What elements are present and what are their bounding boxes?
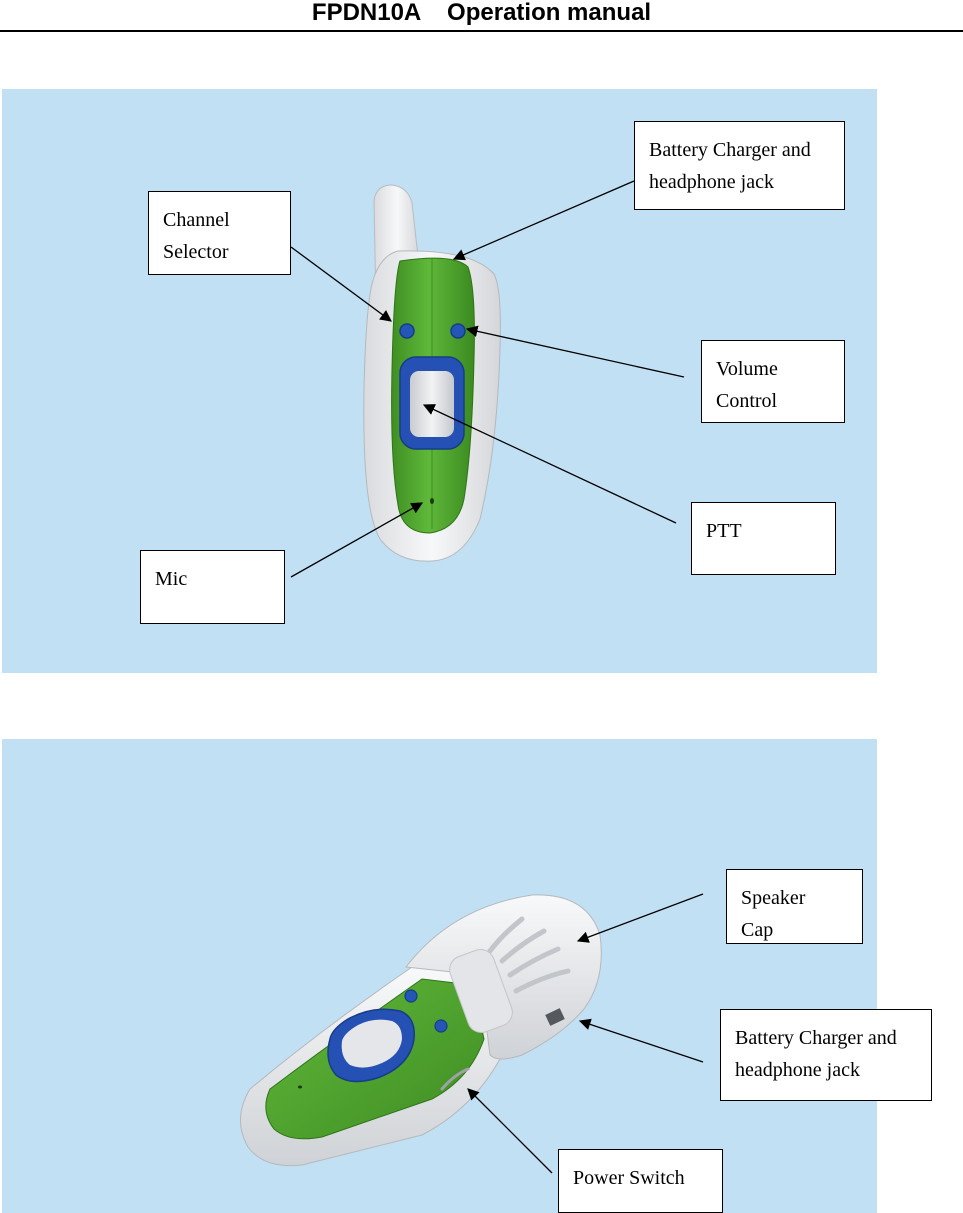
callout-battery-charger: Battery Charger and headphone jack: [634, 121, 845, 210]
mic-hole: [430, 498, 434, 504]
callout-power-switch-label: Power Switch: [573, 1167, 685, 1189]
side-channel-button: [404, 989, 418, 1003]
callout-channel-selector-label: Channel Selector: [163, 209, 230, 263]
side-view-figure: Speaker Cap Battery Charger and headphon…: [2, 739, 932, 1213]
front-view-illustration: [290, 180, 685, 578]
callout-speaker-cap: Speaker Cap: [726, 869, 863, 944]
callout-mic-label: Mic: [155, 568, 188, 590]
callout-channel-selector: Channel Selector: [148, 191, 291, 275]
front-view-figure: Battery Charger and headphone jack Chann…: [2, 89, 877, 673]
callout-ptt-label: PTT: [706, 520, 742, 542]
callout-volume-control: Volume Control: [701, 340, 845, 423]
channel-selector-button: [399, 323, 415, 339]
ptt-button: [410, 371, 454, 437]
callout-speaker-cap-label: Speaker Cap: [741, 887, 806, 941]
power-switch: [440, 1067, 470, 1091]
header-divider: [0, 30, 963, 32]
callout-volume-control-label: Volume Control: [716, 358, 778, 412]
page-title: FPDN10A Operation manual: [311, 0, 652, 26]
strap-slot: [449, 948, 513, 1034]
side-volume-button: [434, 1019, 448, 1033]
callout-battery-charger-label: Battery Charger and headphone jack: [649, 139, 811, 193]
side-view-illustration: [239, 893, 704, 1174]
callout-ptt: PTT: [691, 502, 836, 575]
callout-side-battery-charger-label: Battery Charger and headphone jack: [735, 1027, 897, 1081]
charger-jack: [545, 1008, 565, 1026]
side-ptt-button: [341, 1019, 402, 1068]
side-mic-hole: [298, 1085, 302, 1089]
callout-power-switch: Power Switch: [558, 1149, 723, 1213]
callout-mic: Mic: [140, 550, 285, 624]
volume-control-button: [450, 323, 466, 339]
callout-side-battery-charger: Battery Charger and headphone jack: [720, 1009, 932, 1101]
